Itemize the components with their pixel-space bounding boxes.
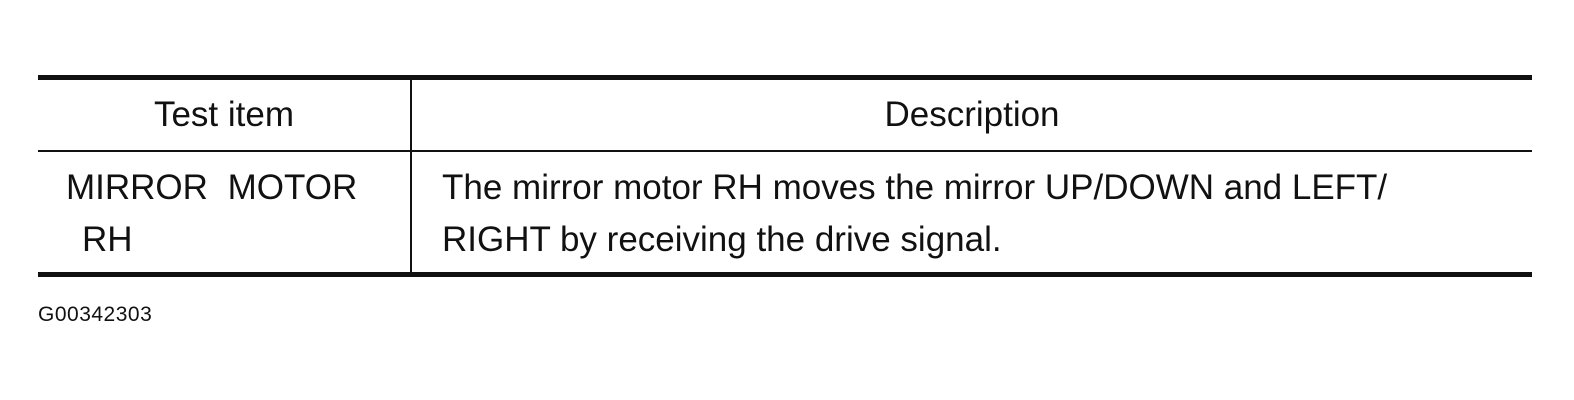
figure-code: G00342303 (38, 303, 153, 326)
table-row: MIRROR MOTOR RH The mirror motor RH move… (38, 151, 1532, 275)
test-item-line-2: RH (82, 220, 133, 259)
test-item-cell: MIRROR MOTOR RH (38, 151, 412, 275)
table-header-row: Test item Description (38, 77, 1532, 152)
test-item-table-container: Test item Description MIRROR MOTOR RH Th… (38, 75, 1532, 277)
description-cell: The mirror motor RH moves the mirror UP/… (411, 151, 1532, 275)
header-description: Description (411, 77, 1532, 152)
test-item-table: Test item Description MIRROR MOTOR RH Th… (38, 75, 1532, 277)
header-test-item: Test item (38, 77, 412, 152)
description-line-1: The mirror motor RH moves the mirror UP/… (442, 168, 1388, 207)
description-line-2: RIGHT by receiving the drive signal. (442, 220, 1002, 259)
test-item-line-1: MIRROR MOTOR (66, 168, 358, 207)
